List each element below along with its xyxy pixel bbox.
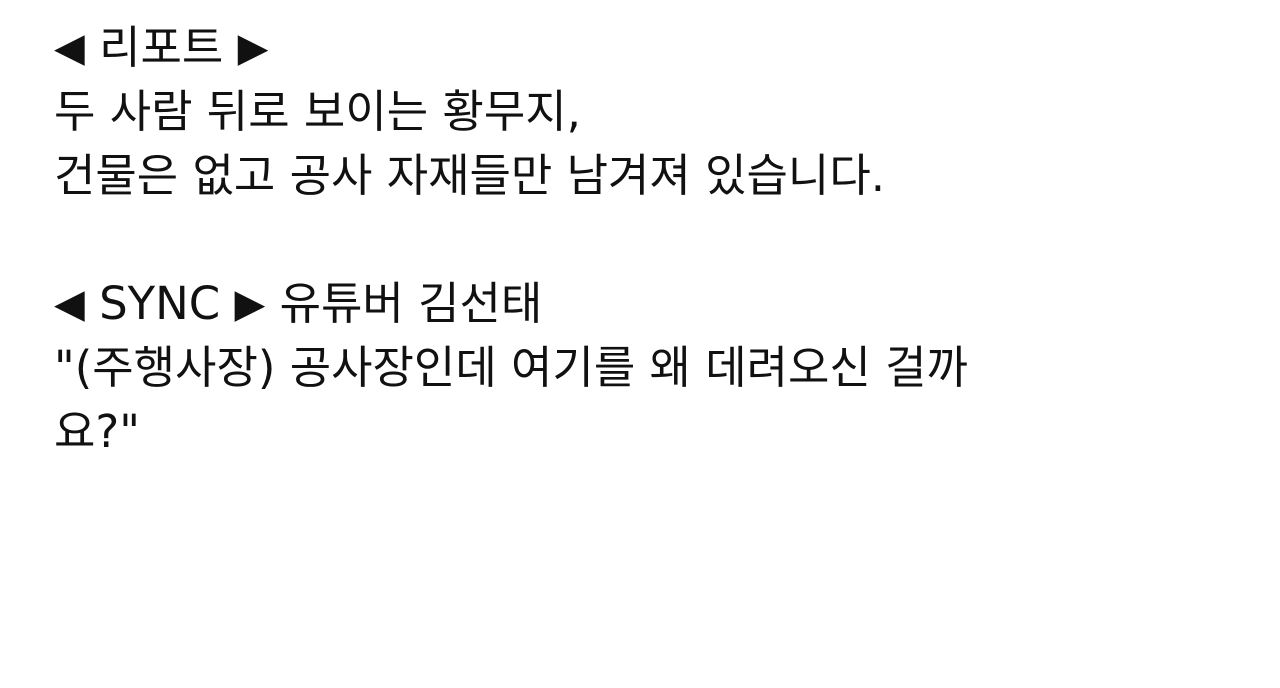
left-triangle-icon: ◀ (54, 281, 85, 327)
report-line-2: 건물은 없고 공사 자재들만 남겨져 있습니다. (54, 149, 886, 202)
sync-header: ◀ SYNC ▶ 유튜버 김선태 (54, 272, 1234, 336)
right-triangle-icon: ▶ (237, 25, 269, 71)
right-triangle-icon: ▶ (234, 281, 266, 327)
report-label: 리포트 (99, 21, 224, 74)
article-body: ◀ 리포트 ▶ 두 사람 뒤로 보이는 황무지, 건물은 없고 공사 자재들만 … (54, 16, 1234, 464)
quote-line-1: "(주행사장) 공사장인데 여기를 왜 데려오신 걸까 (54, 341, 968, 394)
report-header: ◀ 리포트 ▶ (54, 16, 1234, 80)
sync-label: SYNC (99, 277, 221, 330)
speaker-name: 유튜버 김선태 (279, 277, 543, 330)
quote-line-2: 요?" (54, 405, 140, 458)
report-line-1: 두 사람 뒤로 보이는 황무지, (54, 85, 581, 138)
left-triangle-icon: ◀ (54, 25, 85, 71)
paragraph-gap (54, 208, 1234, 272)
